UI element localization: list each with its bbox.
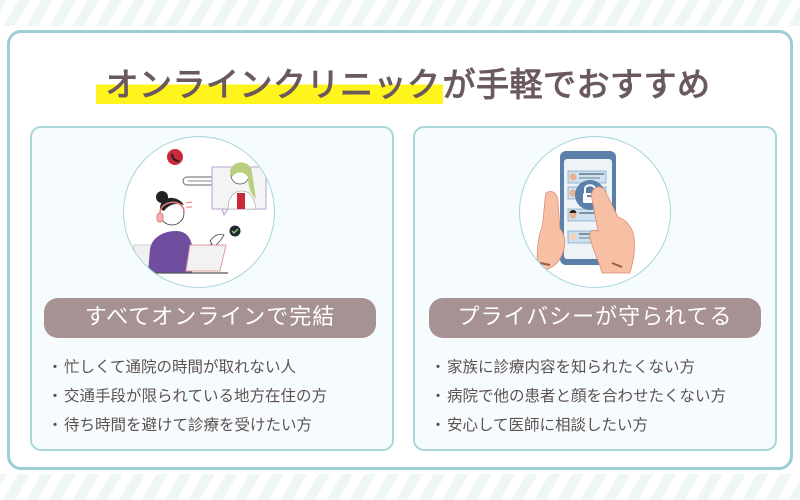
woman-video-call-illustration-icon — [128, 149, 267, 274]
list-item-text: 病院で他の患者と顔を合わせたくない方 — [447, 387, 727, 405]
decorative-stripes-bottom — [0, 474, 800, 500]
list-item: ・病院で他の患者と顔を合わせたくない方 — [429, 382, 726, 411]
main-card: オンラインクリニックが手軽でおすすめ — [7, 30, 793, 470]
list-item-text: 忙しくて通院の時間が取れない人 — [64, 358, 297, 376]
title-rest: が手軽でおすすめ — [442, 65, 711, 104]
illustration-circle — [519, 136, 671, 288]
title-wrap: オンラインクリニックが手軽でおすすめ — [10, 63, 796, 107]
panel-online-complete: すべてオンラインで完結 ・忙しくて通院の時間が取れない人 ・交通手段が限られてい… — [30, 126, 394, 451]
panel-heading-pill: すべてオンラインで完結 — [44, 298, 376, 338]
list-item: ・交通手段が限られている地方在住の方 — [46, 382, 327, 411]
bullet-dot: ・ — [430, 387, 446, 405]
list-item-text: 待ち時間を避けて診療を受けたい方 — [64, 416, 313, 434]
title-highlight: オンラインクリニック — [95, 65, 443, 104]
benefit-list: ・忙しくて通院の時間が取れない人 ・交通手段が限られている地方在住の方 ・待ち時… — [46, 353, 327, 440]
panel-heading-pill: プライバシーが守られてる — [429, 298, 761, 338]
smartphone-lock-illustration-icon — [536, 151, 635, 274]
page-title: オンラインクリニックが手軽でおすすめ — [95, 63, 711, 107]
bullet-dot: ・ — [47, 387, 63, 405]
list-item: ・家族に診療内容を知られたくない方 — [429, 353, 726, 382]
bullet-dot: ・ — [47, 416, 63, 434]
list-item: ・待ち時間を避けて診療を受けたい方 — [46, 411, 327, 440]
list-item-text: 家族に診療内容を知られたくない方 — [447, 358, 696, 376]
list-item: ・忙しくて通院の時間が取れない人 — [46, 353, 327, 382]
panel-privacy: プライバシーが守られてる ・家族に診療内容を知られたくない方 ・病院で他の患者と… — [413, 126, 777, 451]
benefit-list: ・家族に診療内容を知られたくない方 ・病院で他の患者と顔を合わせたくない方 ・安… — [429, 353, 726, 440]
bullet-dot: ・ — [47, 358, 63, 376]
list-item: ・安心して医師に相談したい方 — [429, 411, 726, 440]
decorative-stripes-top — [0, 0, 800, 26]
bullet-dot: ・ — [430, 358, 446, 376]
bullet-dot: ・ — [430, 416, 446, 434]
illustration-circle — [123, 136, 275, 288]
list-item-text: 交通手段が限られている地方在住の方 — [64, 387, 328, 405]
list-item-text: 安心して医師に相談したい方 — [447, 416, 649, 434]
